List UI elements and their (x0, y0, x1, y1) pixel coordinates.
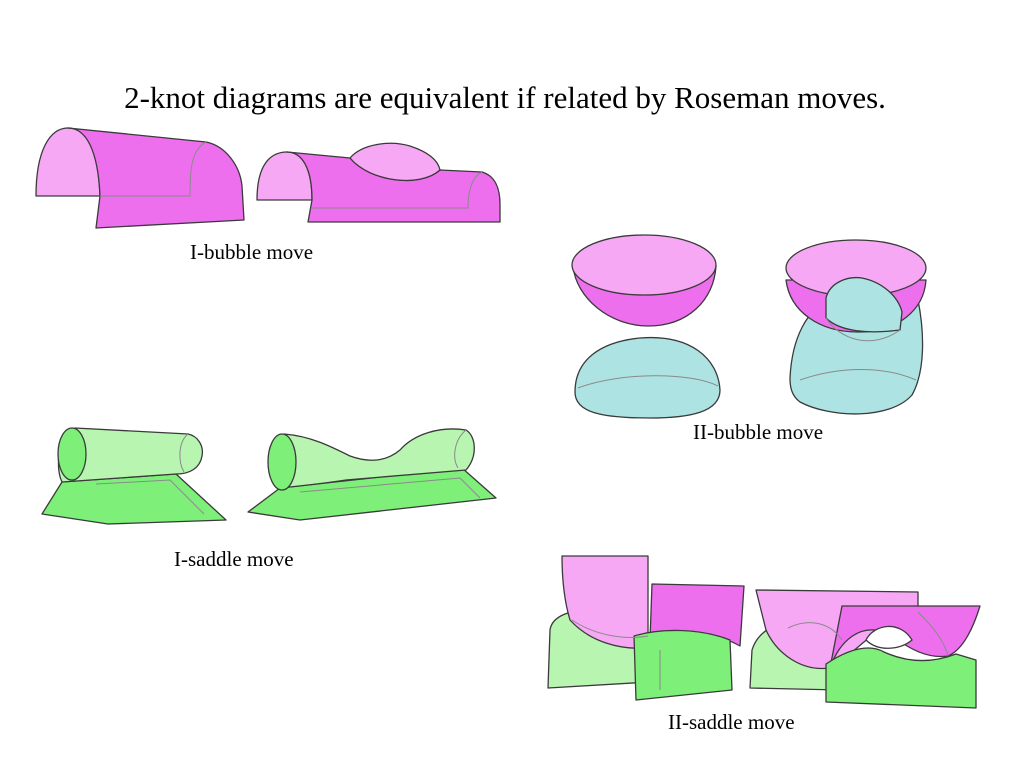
i-bubble-after (256, 142, 501, 223)
i-saddle-before (41, 427, 227, 525)
ii-bubble-after (785, 239, 927, 415)
i-bubble-before (35, 127, 245, 229)
ii-saddle-before-green-right (633, 629, 733, 701)
ii-saddle-after-green-right (825, 647, 977, 709)
ii-bubble-before-rim (571, 234, 717, 296)
caption-ii-bubble-move: II-bubble move (693, 420, 824, 444)
i-bubble-after-bump (349, 142, 441, 182)
caption-i-bubble-move: I-bubble move (190, 240, 314, 264)
i-saddle-before-end (57, 427, 87, 481)
caption-ii-saddle-move: II-saddle move (668, 710, 795, 734)
slide-title: 2-knot diagrams are equivalent if relate… (124, 80, 886, 115)
ii-saddle-after (749, 589, 981, 709)
i-saddle-after-end (267, 433, 297, 491)
i-saddle-after (247, 428, 497, 521)
ii-saddle-before (547, 555, 745, 701)
ii-bubble-before (571, 234, 721, 419)
i-bubble-before-sheet (67, 127, 245, 229)
caption-i-saddle-move: I-saddle move (174, 547, 294, 571)
ii-bubble-before-dome (574, 336, 721, 419)
ii-bubble-after-dome (825, 276, 903, 333)
ii-saddle-after-hole (865, 625, 913, 649)
